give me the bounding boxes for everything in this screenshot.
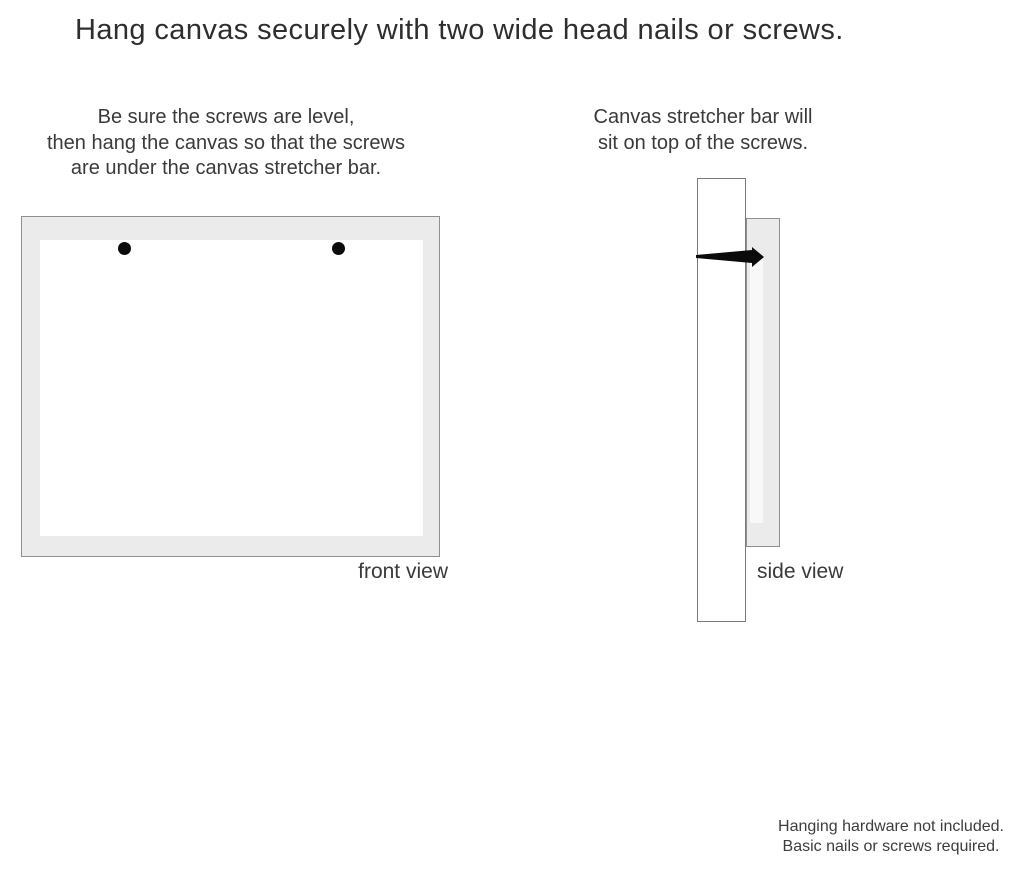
canvas-side-highlight [750,257,763,523]
instruction-line: then hang the canvas so that the screws [47,131,405,154]
canvas-inner-face [40,240,423,536]
footnote-line: Hanging hardware not included. [778,818,1004,835]
side-view-canvas-diagram [746,218,780,547]
footnote-line: Basic nails or screws required. [782,837,1000,855]
side-view-label: side view [757,560,844,583]
front-view-canvas-diagram [21,216,440,557]
instruction-line: are under the canvas stretcher bar. [70,157,382,179]
nail-head-right-icon [332,242,345,255]
page-title: Hang canvas securely with two wide head … [75,14,844,46]
front-view-instructions: Be sure the screws are level, then hang … [26,105,426,182]
instruction-line: sit on top of the screws. [597,131,809,154]
side-view-instructions: Canvas stretcher bar will sit on top of … [553,105,853,156]
instruction-line: Be sure the screws are level, [97,106,355,128]
instruction-line: Canvas stretcher bar will [593,106,813,128]
nail-side-icon [696,247,764,267]
hardware-footnote: Hanging hardware not included. Basic nai… [760,817,1022,856]
nail-head-left-icon [118,242,131,255]
front-view-label: front view [358,560,448,583]
